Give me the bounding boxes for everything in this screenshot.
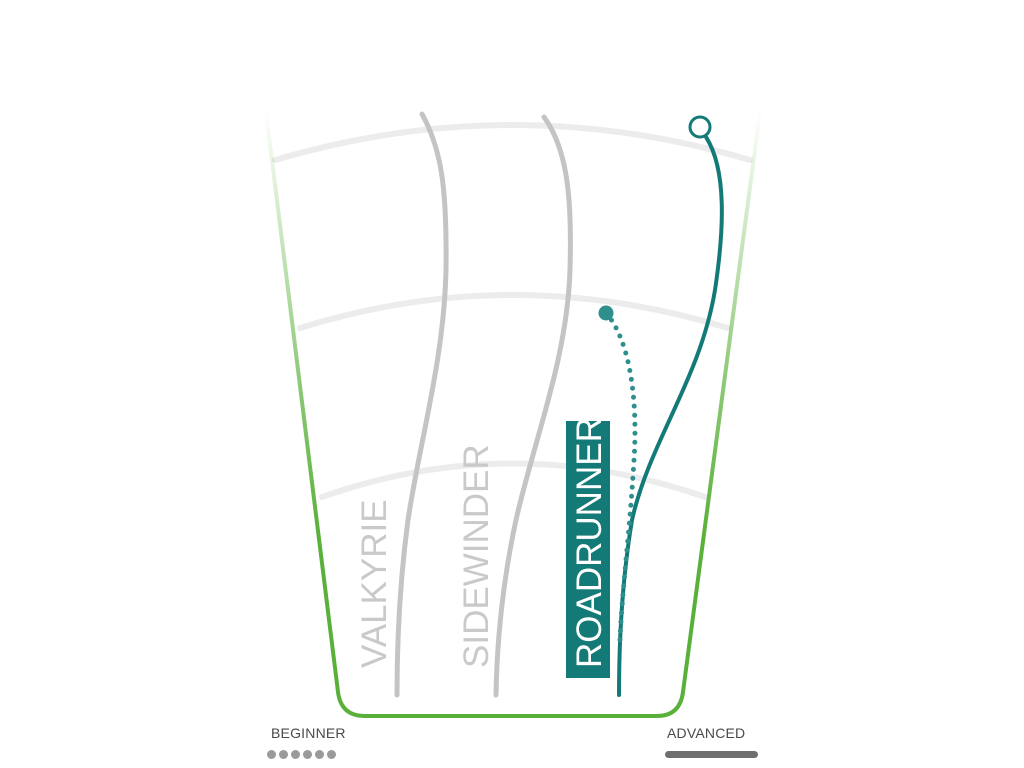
beginner-dot — [291, 750, 300, 759]
progression-dotted-curve — [603, 310, 638, 643]
progression-dot-marker — [598, 305, 614, 321]
roadrunner-start-marker — [688, 115, 712, 139]
frame-bottom — [336, 690, 685, 718]
background-arc-middle — [297, 292, 731, 331]
frame-left-wall — [264, 110, 340, 694]
frame-right-wall — [681, 110, 762, 694]
board-label-valkyrie: VALKYRIE — [355, 499, 394, 668]
beginner-dot — [303, 750, 312, 759]
background-arc-top — [272, 122, 753, 163]
beginner-dot — [279, 750, 288, 759]
board-label-sidewinder: SIDEWINDER — [457, 444, 496, 668]
background-arc-bottom — [319, 460, 708, 500]
scale-label-advanced: ADVANCED — [667, 725, 746, 741]
beginner-dots-marker — [267, 750, 336, 759]
board-label-roadrunner-background — [566, 421, 610, 678]
beginner-dot — [315, 750, 324, 759]
beginner-dot — [267, 750, 276, 759]
scale-label-beginner: BEGINNER — [271, 725, 346, 741]
board-label-roadrunner: ROADRUNNER — [570, 417, 609, 668]
advanced-bar-marker — [665, 751, 758, 758]
beginner-dot — [327, 750, 336, 759]
roadrunner-curve — [617, 135, 724, 697]
valkyrie-curve — [394, 111, 449, 698]
sidewinder-curve — [493, 114, 573, 698]
